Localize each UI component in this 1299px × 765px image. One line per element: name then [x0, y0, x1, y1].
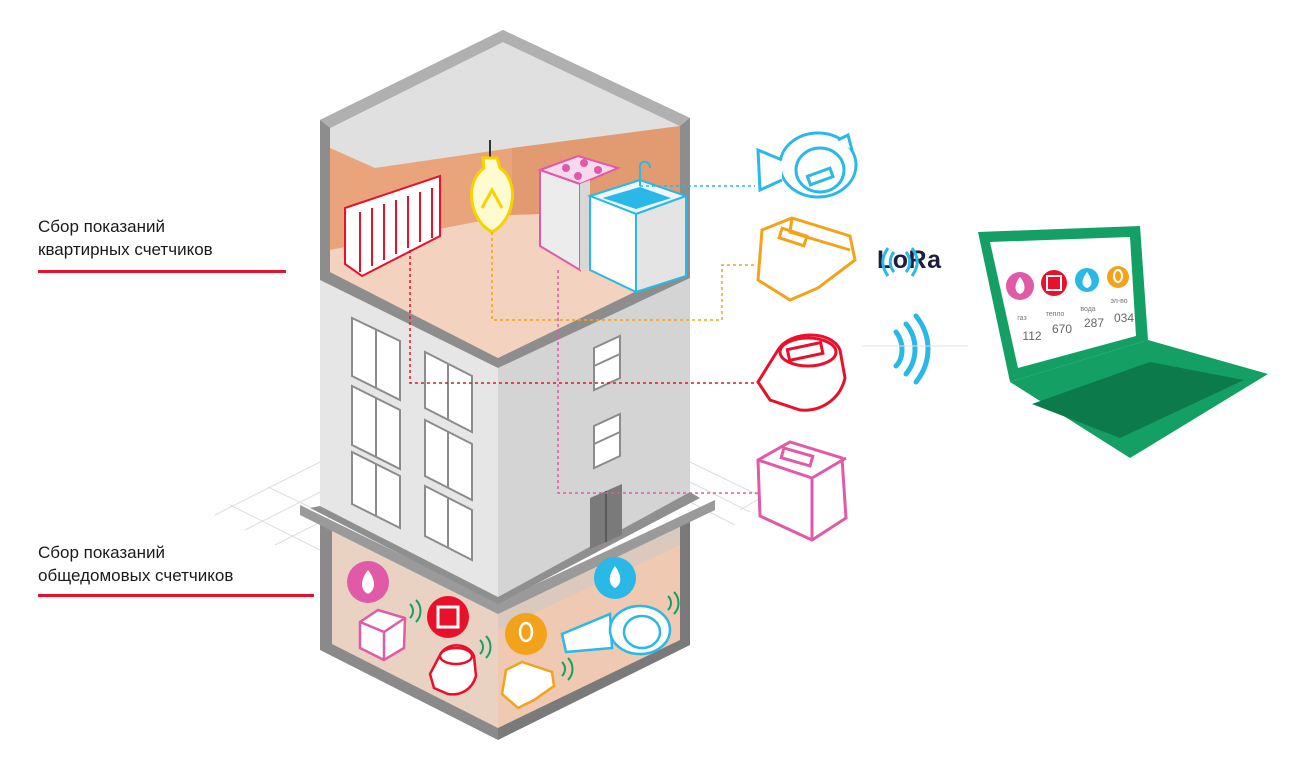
building-caption-line-1: Сбор показаний	[38, 543, 166, 562]
building-caption-line-2: общедомовых счетчиков	[38, 566, 234, 585]
building-meters-caption: Сбор показаний общедомовых счетчиков	[38, 541, 233, 587]
reading-water-label: вода	[1080, 306, 1095, 313]
building-caption-underline	[38, 594, 314, 597]
connection-lines	[409, 185, 760, 494]
basement-heat-icon	[427, 596, 469, 638]
right-facade-windows	[593, 334, 621, 470]
basement-water-meter	[560, 604, 672, 656]
reading-heat: тепло 670	[1041, 270, 1072, 336]
basement-meters	[347, 557, 680, 710]
apartment-caption-underline	[38, 270, 286, 273]
laptop	[978, 226, 1268, 458]
lamp-illustration	[470, 140, 514, 234]
basement-electric-meter	[500, 660, 556, 710]
laptop-screen-readings: газ 112 тепло 670 вода 287 эл-во 034	[1006, 266, 1134, 343]
apartment-caption-line-1: Сбор показаний	[38, 217, 166, 236]
basement-gas-meter	[358, 608, 407, 662]
reading-heat-label: тепло	[1046, 311, 1065, 318]
reading-heat-value: 670	[1052, 322, 1072, 336]
reading-electricity: эл-во 034	[1107, 266, 1134, 325]
reading-gas-label: газ	[1017, 315, 1026, 322]
wireless-signal-icon	[893, 313, 931, 385]
reading-electricity-label: эл-во	[1110, 298, 1127, 305]
basement-electricity-icon	[505, 613, 547, 655]
radiator-icon	[1041, 270, 1067, 296]
gas-meter-icon	[756, 440, 848, 542]
reading-water: вода 287	[1075, 268, 1104, 330]
apartment-meters-caption: Сбор показаний квартирных счетчиков	[38, 215, 213, 261]
basement-heat-meter	[428, 644, 478, 696]
reading-electricity-value: 034	[1114, 311, 1134, 325]
bulb-icon	[1107, 266, 1129, 288]
reading-water-value: 287	[1084, 316, 1104, 330]
heat-meter-icon	[756, 333, 847, 412]
reading-gas: газ 112	[1006, 272, 1042, 343]
stove-illustration	[537, 154, 621, 272]
lora-signal-icon	[881, 247, 919, 277]
entrance-door	[590, 484, 622, 549]
radiator-illustration	[344, 174, 441, 278]
apartment-caption-line-2: квартирных счетчиков	[38, 240, 213, 259]
sink-illustration	[587, 160, 689, 294]
electric-meter-icon	[756, 216, 857, 302]
left-facade-windows	[351, 316, 473, 562]
basement-signal-icons	[409, 591, 680, 681]
reading-gas-value: 112	[1022, 329, 1041, 343]
water-meter-icon	[756, 131, 858, 199]
